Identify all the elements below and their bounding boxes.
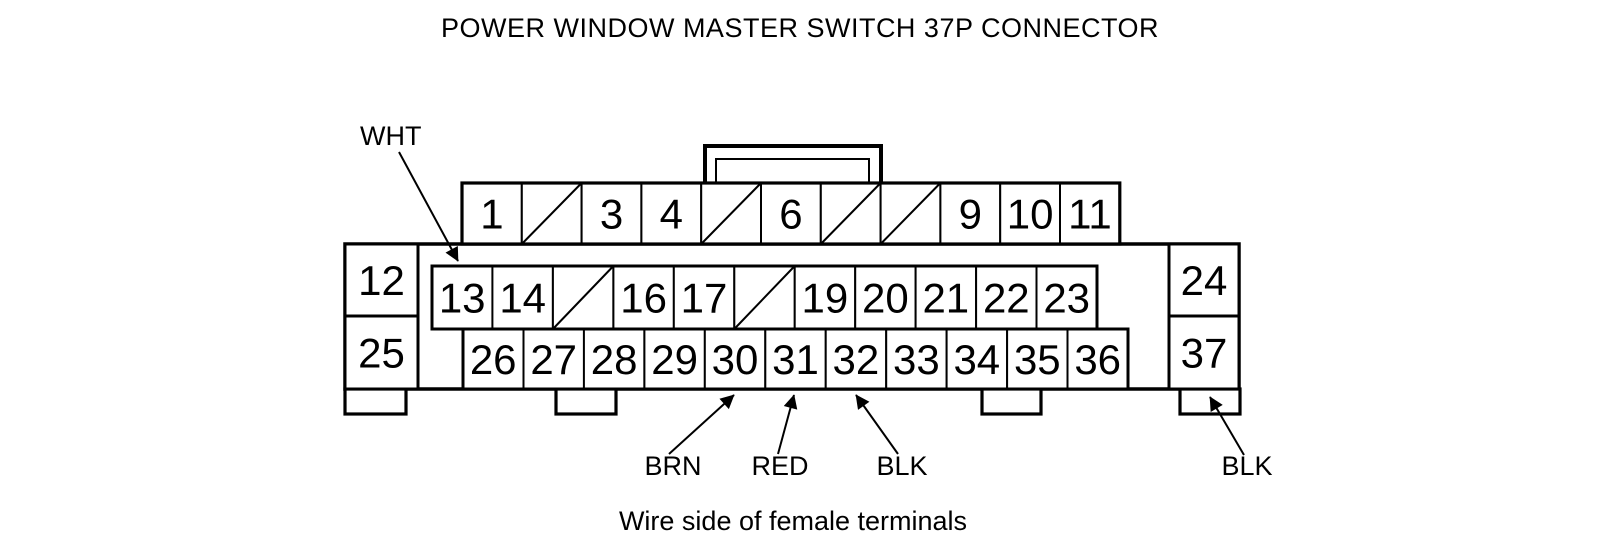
wire-color-label-blk-right: BLK xyxy=(1221,451,1273,481)
pin-number-12: 12 xyxy=(358,257,405,304)
pin-cell xyxy=(672,265,736,330)
pin-number-11: 11 xyxy=(1068,191,1112,238)
blk-arrow xyxy=(855,394,899,455)
pin-number-19: 19 xyxy=(802,275,849,322)
blk-right-arrow xyxy=(1209,396,1245,456)
pin-number-13: 13 xyxy=(439,275,486,322)
pin-cell xyxy=(491,265,554,330)
pin-number-37: 37 xyxy=(1181,330,1228,377)
pin-number-33: 33 xyxy=(893,336,940,383)
pin-cell xyxy=(999,182,1062,245)
pin-number-21: 21 xyxy=(922,275,969,322)
pin-cell-bottom_left xyxy=(343,314,420,391)
pin-number-27: 27 xyxy=(530,336,577,383)
brn-arrow xyxy=(668,394,735,455)
blocked-cavity-slash xyxy=(879,182,942,245)
wire-color-label-wht: WHT xyxy=(360,121,422,151)
mounting-tab xyxy=(343,387,408,416)
red-arrow xyxy=(777,394,798,455)
blocked-cavity-slash xyxy=(733,265,796,330)
pin-number-6: 6 xyxy=(779,191,802,238)
pin-cell xyxy=(939,182,1002,245)
pin-number-20: 20 xyxy=(862,275,909,322)
pin-number-1: 1 xyxy=(480,191,503,238)
connector-latch-inner xyxy=(715,158,870,183)
pin-number-32: 32 xyxy=(833,336,880,383)
pin-number-10: 10 xyxy=(1007,191,1054,238)
blocked-cavity-slash xyxy=(700,182,762,245)
pin-cell xyxy=(1066,328,1129,390)
pin-number-9: 9 xyxy=(959,191,982,238)
pin-number-23: 23 xyxy=(1043,275,1090,322)
pin-number-34: 34 xyxy=(953,336,1000,383)
pin-cell-top_left xyxy=(343,242,420,318)
pin-number-25: 25 xyxy=(358,330,405,377)
wire-color-label-brn: BRN xyxy=(644,451,702,481)
caption: Wire side of female terminals xyxy=(618,506,968,536)
mounting-tab xyxy=(554,387,618,416)
pin-cell xyxy=(580,182,643,245)
pin-row-outline xyxy=(460,181,1122,246)
connector-latch-outer xyxy=(703,144,883,183)
pin-number-35: 35 xyxy=(1014,336,1061,383)
pin-cell-bottom_right xyxy=(1167,314,1241,391)
pin-row-outline xyxy=(461,327,1130,391)
wire-color-label-blk: BLK xyxy=(876,451,928,481)
pin-number-22: 22 xyxy=(983,275,1030,322)
pin-number-14: 14 xyxy=(499,275,546,322)
wire-color-label-red: RED xyxy=(751,451,809,481)
blocked-cavity-slash xyxy=(521,182,583,245)
pin-number-30: 30 xyxy=(712,336,759,383)
pin-number-29: 29 xyxy=(651,336,698,383)
blocked-cavity-slash xyxy=(552,265,615,330)
pin-number-28: 28 xyxy=(591,336,638,383)
wht-arrow xyxy=(398,151,459,262)
pin-number-26: 26 xyxy=(470,336,517,383)
mounting-tab xyxy=(1178,387,1242,416)
pin-number-3: 3 xyxy=(600,191,623,238)
pin-number-31: 31 xyxy=(772,336,819,383)
pin-number-17: 17 xyxy=(681,275,728,322)
page-title: POWER WINDOW MASTER SWITCH 37P CONNECTOR xyxy=(440,13,1160,43)
blocked-cavity-slash xyxy=(820,182,882,245)
pin-number-24: 24 xyxy=(1181,257,1228,304)
pin-number-36: 36 xyxy=(1074,336,1121,383)
pin-number-16: 16 xyxy=(620,275,667,322)
mounting-tab xyxy=(980,387,1043,416)
pin-number-4: 4 xyxy=(660,191,683,238)
pin-cell xyxy=(612,265,675,330)
